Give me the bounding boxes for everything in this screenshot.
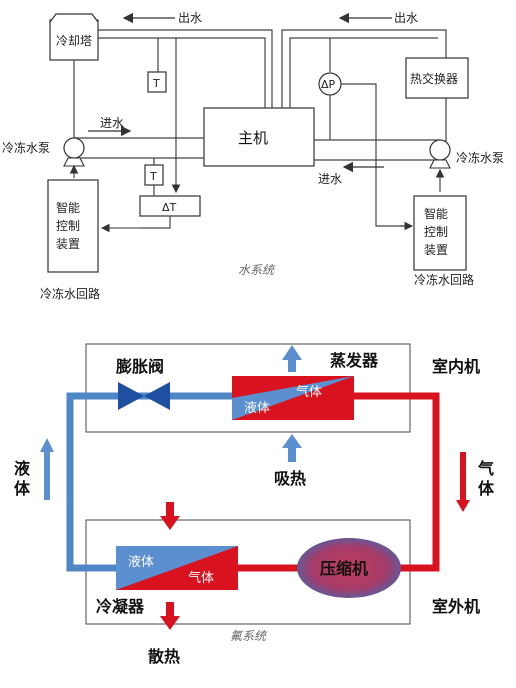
right-control-l2: 控制	[424, 225, 448, 239]
tower-out-pipe	[98, 29, 273, 108]
right-out-pipe2	[289, 37, 438, 108]
liquid-label-1: 液	[14, 459, 31, 478]
expansion-valve-left	[118, 382, 144, 410]
evap-gas-label: 气体	[296, 384, 322, 400]
gas-label-2: 体	[478, 479, 495, 498]
left-loop-label: 冷冻水回路	[40, 286, 100, 301]
main-unit	[203, 107, 315, 167]
dp-label: ΔP	[321, 78, 336, 91]
dp-to-ctrl	[341, 83, 412, 227]
evap-out-arrow	[282, 345, 302, 372]
indoor-label: 室内机	[432, 357, 480, 376]
condenser-label: 冷凝器	[96, 597, 145, 616]
absorb-heat-label: 吸热	[274, 469, 306, 488]
in-right-label: 进水	[318, 172, 342, 186]
out-right-label: 出水	[394, 11, 418, 25]
out-left-label: 出水	[178, 11, 202, 25]
water-caption: 水系统	[238, 263, 276, 277]
cooling-tower	[49, 19, 99, 61]
gas-label-1: 气	[477, 459, 494, 478]
left-control-l1: 智能	[56, 200, 80, 215]
absorb-heat-arrow	[282, 434, 302, 462]
evaporator-label: 蒸发器	[330, 351, 379, 370]
t1-sensor	[147, 71, 167, 93]
evap-liquid-label: 液体	[244, 401, 270, 416]
liquid-up-arrow	[40, 438, 54, 500]
heat-exchanger-label: 热交换器	[410, 71, 458, 86]
in-left-label: 进水	[100, 116, 124, 130]
refrig-caption: 氟系统	[230, 629, 268, 643]
expansion-valve-right	[144, 382, 170, 410]
compressor-label: 压缩机	[320, 559, 368, 578]
condenser-liquid-half	[116, 546, 238, 590]
left-control-l3: 装置	[56, 237, 80, 251]
gas-down-arrow	[456, 452, 470, 512]
expansion-valve-label: 膨胀阀	[116, 357, 164, 376]
right-pump-label: 冷冻水泵	[456, 150, 504, 165]
t2-label: T	[149, 170, 157, 183]
cond-gas-label: 气体	[188, 570, 214, 586]
gas-right-pipe	[354, 392, 440, 572]
left-control-l2: 控制	[56, 219, 80, 233]
left-control-box	[47, 179, 99, 273]
right-control-box	[413, 195, 467, 271]
left-pump-base	[63, 157, 85, 167]
right-pump-base	[429, 159, 451, 169]
right-control-l3: 装置	[424, 243, 448, 257]
cond-in-arrow	[160, 502, 180, 530]
delta-t-label: ΔT	[162, 201, 177, 214]
outdoor-frame	[85, 519, 411, 625]
dt-out-pipe	[140, 216, 171, 229]
main-unit-label: 主机	[238, 129, 268, 147]
water-system: 冷却塔 出水 出水 T T ΔT 进水 冷冻水泵	[2, 11, 504, 301]
cooling-tower-top	[49, 13, 99, 23]
evaporator-bottom-blue	[232, 376, 354, 420]
liquid-label-2: 体	[14, 479, 31, 498]
indoor-frame	[85, 343, 411, 433]
liquid-left-pipe2	[66, 524, 116, 572]
right-pump	[429, 139, 451, 161]
t1-label: T	[152, 77, 160, 90]
heat-exchanger	[405, 57, 469, 99]
right-loop-label: 冷冻水回路	[414, 272, 474, 287]
outdoor-label: 室外机	[432, 597, 480, 616]
cooling-tower-label: 冷却塔	[56, 34, 92, 48]
right-control-l1: 智能	[424, 206, 448, 221]
left-pump	[63, 137, 85, 159]
compressor	[297, 538, 401, 598]
refrigerant-system: 膨胀阀 液体 气体 蒸发器 吸热 室内机 室外机 液 体 气 体 液体 气体 冷…	[14, 343, 495, 666]
liquid-left-pipe	[66, 392, 232, 528]
release-heat-arrow	[160, 602, 180, 630]
release-heat-label: 散热	[148, 647, 180, 666]
left-pump-label: 冷冻水泵	[2, 140, 50, 155]
cond-liquid-label: 液体	[128, 555, 154, 570]
tower-out-pipe2	[98, 37, 266, 108]
